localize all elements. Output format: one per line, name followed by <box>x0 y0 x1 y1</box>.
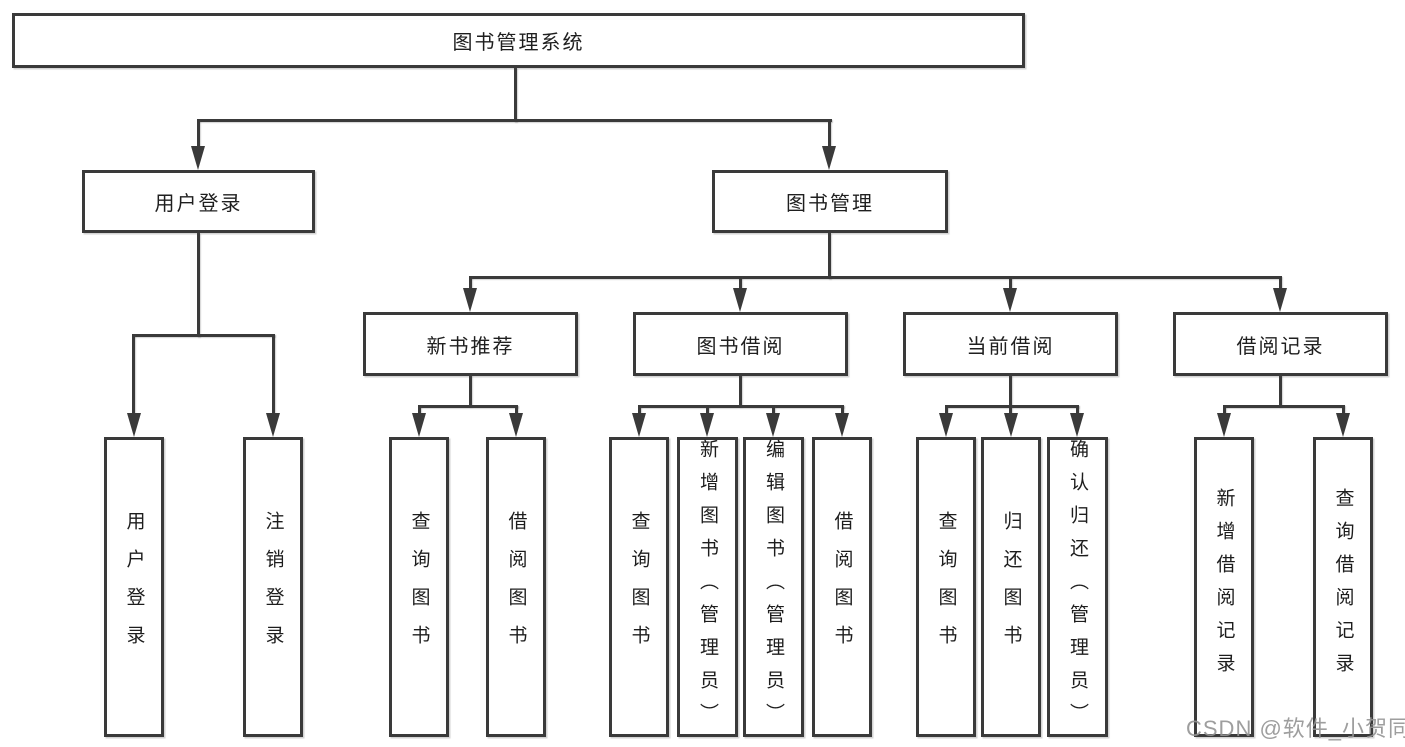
connector-vline <box>469 276 472 290</box>
leaf-borrow-book-label: 借阅图书 <box>831 511 853 663</box>
arrowhead-down-icon <box>1336 413 1350 437</box>
leaf-query-borrow-record: 查询借阅记录 <box>1313 437 1373 737</box>
leaf-logout-label: 注销登录 <box>262 511 284 663</box>
connector-vline <box>772 405 775 415</box>
arrowhead-down-icon <box>632 413 646 437</box>
connector-vline <box>1009 375 1012 407</box>
connector-vline <box>469 375 472 407</box>
connector-vline <box>841 405 844 415</box>
connector-vline <box>1223 405 1226 415</box>
arrowhead-down-icon <box>1273 288 1287 312</box>
node-book-borrow-label: 图书借阅 <box>696 335 785 358</box>
connector-vline <box>945 405 948 415</box>
leaf-query-borrow-record-label: 查询借阅记录 <box>1332 488 1354 686</box>
leaf-query-book-recommend-label: 查询图书 <box>408 511 430 663</box>
arrowhead-down-icon <box>127 413 141 437</box>
leaf-edit-book-admin: 编辑图书（管理员） <box>743 437 804 737</box>
connector-vline <box>1009 276 1012 290</box>
node-current-borrow: 当前借阅 <box>903 312 1118 376</box>
leaf-add-borrow-record-label: 新增借阅记录 <box>1213 488 1235 686</box>
connector-vline <box>828 119 831 148</box>
connector-hline <box>418 405 518 408</box>
leaf-add-borrow-record: 新增借阅记录 <box>1194 437 1254 737</box>
connector-hline <box>197 119 832 122</box>
connector-vline <box>132 334 135 414</box>
node-book-management-label: 图书管理 <box>786 193 874 215</box>
connector-vline <box>1342 405 1345 415</box>
leaf-query-book-current: 查询图书 <box>916 437 976 737</box>
connector-vline <box>1279 375 1282 407</box>
connector-vline <box>706 405 709 415</box>
node-new-book-recommend: 新书推荐 <box>363 312 578 376</box>
leaf-borrow-book-recommend: 借阅图书 <box>486 437 546 737</box>
arrowhead-down-icon <box>835 413 849 437</box>
connector-hline <box>469 276 1281 279</box>
watermark-text: CSDN @软件_小贺同学 <box>1186 716 1405 741</box>
arrowhead-down-icon <box>733 288 747 312</box>
leaf-borrow-book-recommend-label: 借阅图书 <box>505 511 527 663</box>
node-borrow-record-label: 借阅记录 <box>1236 335 1325 358</box>
connector-vline <box>739 276 742 290</box>
connector-hline <box>133 334 275 337</box>
leaf-add-book-admin-label: 新增图书（管理员） <box>697 438 718 736</box>
connector-vline <box>1009 405 1012 415</box>
arrowhead-down-icon <box>1217 413 1231 437</box>
node-borrow-record: 借阅记录 <box>1173 312 1388 376</box>
leaf-user-login-label: 用户登录 <box>123 511 145 663</box>
connector-vline <box>272 334 275 414</box>
arrowhead-down-icon <box>1070 413 1084 437</box>
connector-hline <box>945 405 1079 408</box>
arrowhead-down-icon <box>1004 413 1018 437</box>
node-book-management: 图书管理 <box>712 170 948 233</box>
connector-hline <box>1223 405 1344 408</box>
leaf-borrow-book: 借阅图书 <box>812 437 872 737</box>
arrowhead-down-icon <box>939 413 953 437</box>
node-user-login: 用户登录 <box>82 170 315 233</box>
leaf-confirm-return-admin-label: 确认归还（管理员） <box>1067 438 1088 736</box>
connector-vline <box>515 405 518 415</box>
leaf-logout: 注销登录 <box>243 437 303 737</box>
node-root: 图书管理系统 <box>12 13 1025 68</box>
arrowhead-down-icon <box>509 413 523 437</box>
leaf-confirm-return-admin: 确认归还（管理员） <box>1047 437 1108 737</box>
arrowhead-down-icon <box>1003 288 1017 312</box>
leaf-query-book-borrow: 查询图书 <box>609 437 669 737</box>
connector-hline <box>638 405 844 408</box>
connector-vline <box>197 119 200 148</box>
leaf-return-book: 归还图书 <box>981 437 1041 737</box>
connector-vline <box>1076 405 1079 415</box>
connector-vline <box>828 233 831 279</box>
arrowhead-down-icon <box>463 288 477 312</box>
arrowhead-down-icon <box>191 146 205 170</box>
connector-vline <box>638 405 641 415</box>
connector-vline <box>418 405 421 415</box>
arrowhead-down-icon <box>766 413 780 437</box>
node-current-borrow-label: 当前借阅 <box>966 335 1055 358</box>
leaf-query-book-recommend: 查询图书 <box>389 437 449 737</box>
connector-vline <box>514 68 517 122</box>
leaf-query-book-current-label: 查询图书 <box>935 511 957 663</box>
node-root-label: 图书管理系统 <box>452 32 585 54</box>
arrowhead-down-icon <box>266 413 280 437</box>
leaf-edit-book-admin-label: 编辑图书（管理员） <box>763 438 784 736</box>
connector-vline <box>739 375 742 407</box>
arrowhead-down-icon <box>822 146 836 170</box>
node-new-book-recommend-label: 新书推荐 <box>426 335 515 358</box>
arrowhead-down-icon <box>700 413 714 437</box>
arrowhead-down-icon <box>412 413 426 437</box>
leaf-add-book-admin: 新增图书（管理员） <box>677 437 738 737</box>
node-book-borrow: 图书借阅 <box>633 312 848 376</box>
node-user-login-label: 用户登录 <box>154 193 243 215</box>
leaf-return-book-label: 归还图书 <box>1000 511 1022 663</box>
leaf-query-book-borrow-label: 查询图书 <box>628 511 650 663</box>
connector-vline <box>1279 276 1282 290</box>
connector-vline <box>197 233 200 337</box>
leaf-user-login: 用户登录 <box>104 437 164 737</box>
